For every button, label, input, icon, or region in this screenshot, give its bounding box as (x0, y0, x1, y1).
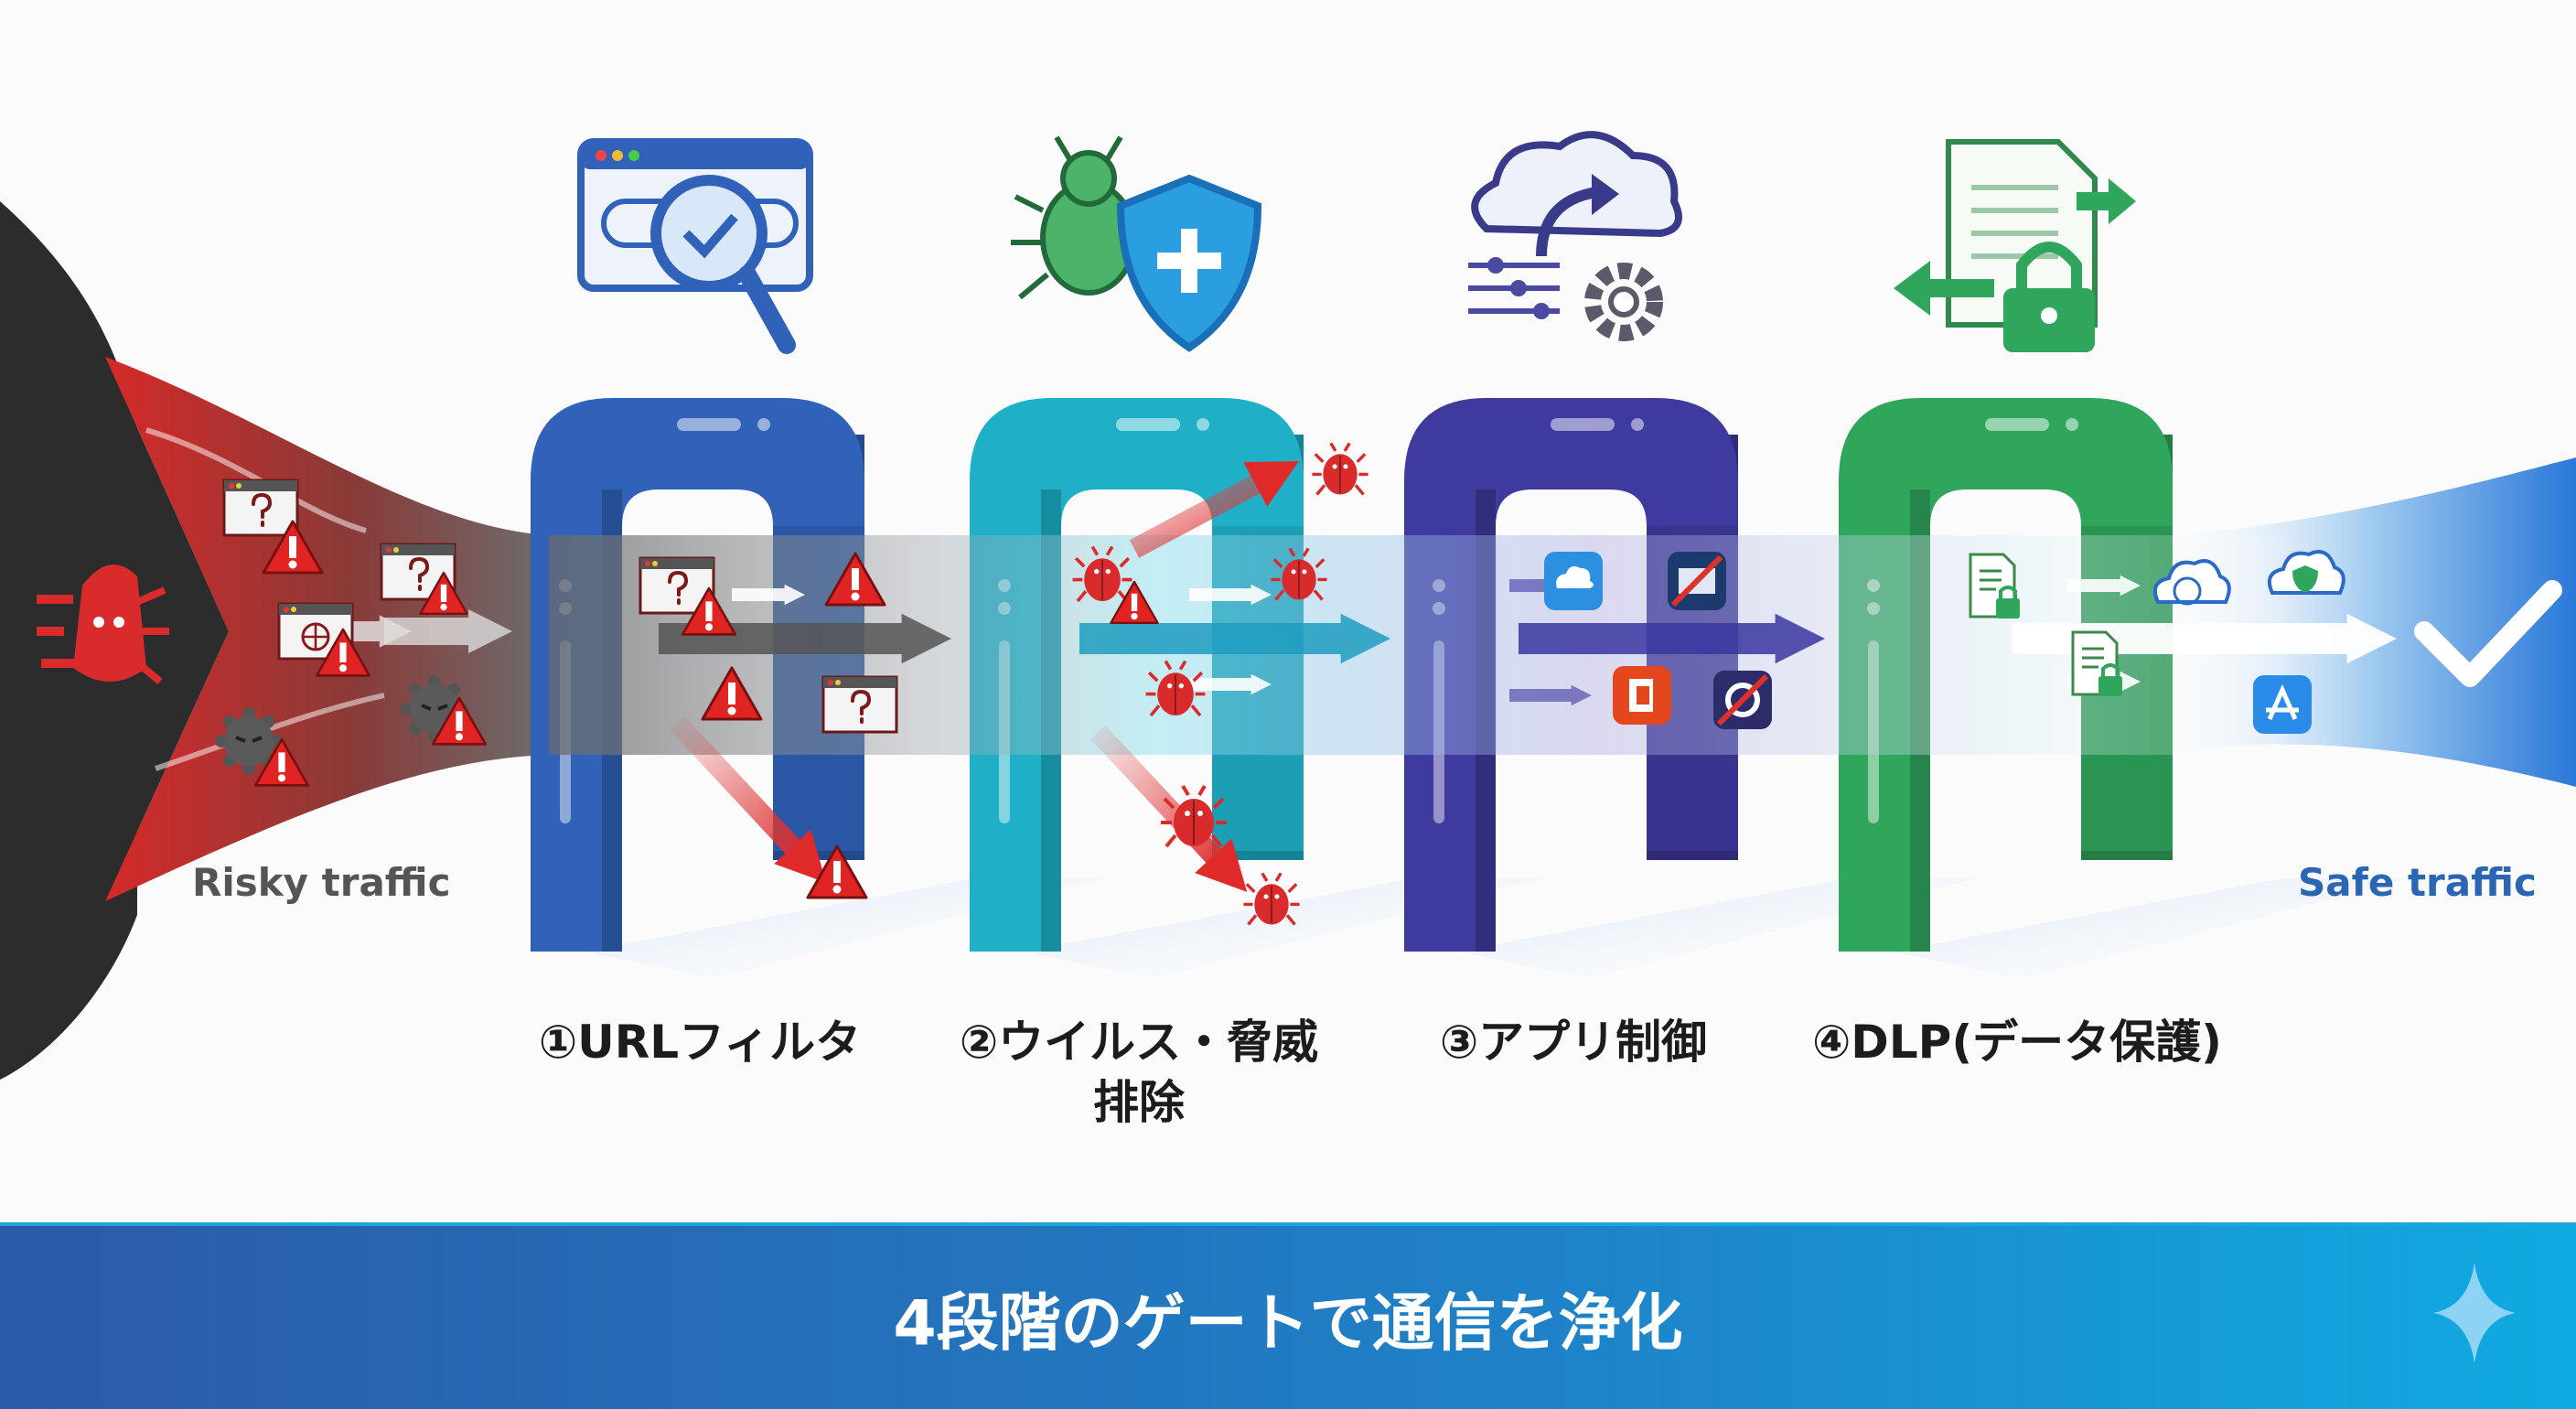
warning-icon (1110, 580, 1159, 625)
app-store-icon (2253, 675, 2312, 734)
gate-floor-shadow (1894, 878, 2410, 979)
gate-light-bar (1985, 418, 2049, 431)
cloud-gear-sliders-icon (1468, 131, 1682, 341)
warning-icon (431, 696, 488, 746)
gate-led (2066, 418, 2078, 431)
locked-document-icon (1969, 553, 2020, 618)
gate-light-bar (677, 418, 741, 431)
gate-label-app-control: ③アプリ制御 (1439, 1016, 1708, 1069)
malware-bug-icon (1243, 872, 1300, 926)
unknown-site-icon (222, 479, 299, 537)
safe-traffic-label: Safe traffic (2298, 860, 2537, 905)
cloud-upload-app-icon (1544, 552, 1603, 610)
flow-arrow (1189, 584, 1272, 606)
url-filter-magnifier-icon (577, 138, 813, 354)
warning-icon (681, 586, 737, 636)
warning-icon (262, 520, 324, 575)
banner-title: 4段階のゲートで通信を浄化 (893, 1287, 1683, 1361)
blocked-settings-app-icon (1713, 671, 1772, 729)
flow-arrow (384, 609, 512, 653)
warning-icon (419, 571, 468, 616)
gate-label-line1: ②ウイルス・脅威 (959, 1016, 1319, 1069)
sparkle-icon (2433, 1263, 2516, 1363)
warning-icon (701, 666, 763, 721)
blocked-threat-arrow (1089, 725, 1248, 892)
warning-icon (806, 844, 868, 899)
warning-icon (824, 552, 886, 607)
gate-led (1631, 418, 1644, 431)
malware-bug-icon (1271, 547, 1327, 601)
gate-label-url-filter: ①URLフィルタ (538, 1016, 862, 1069)
cloud-shield-icon (2268, 550, 2345, 595)
gate-label-line2: 排除 (1093, 1076, 1185, 1129)
malware-bug-icon (1312, 442, 1368, 496)
gate-led (757, 418, 770, 431)
checkmark-icon (2414, 580, 2562, 687)
gate-led (1197, 418, 1209, 431)
unknown-site-icon (821, 675, 898, 734)
gate-light-bar (1551, 418, 1615, 431)
flow-arrow (732, 584, 805, 606)
malware-bug-icon (1161, 784, 1227, 848)
bug-shield-icon (1011, 135, 1262, 352)
virus-icon (215, 707, 283, 775)
document-lock-arrows-icon (1894, 139, 2136, 352)
malware-bug-icon (1072, 545, 1132, 603)
blocked-threat-arrow (1129, 461, 1299, 558)
gate-light-bar (1116, 418, 1180, 431)
gate-diagram (0, 131, 2576, 1080)
main-flow-arrow (1079, 613, 1390, 664)
flow-arrow (1509, 684, 1592, 706)
flow-arrow (2067, 575, 2141, 597)
flow-arrow (1189, 673, 1272, 695)
blocked-mail-app-icon (1668, 552, 1726, 610)
risky-traffic-label: Risky traffic (192, 860, 451, 905)
locked-document-icon (2071, 630, 2122, 696)
gate-label-virus-threat: ②ウイルス・脅威 排除 (960, 1012, 1318, 1133)
gate-label-dlp: ④DLP(データ保護) (1811, 1016, 2223, 1069)
cloud-globe-icon (2153, 559, 2231, 606)
blocked-threat-arrow (669, 715, 827, 883)
office-app-icon (1613, 666, 1671, 725)
summary-banner: 4段階のゲートで通信を浄化 (0, 1222, 2576, 1409)
malware-bug-icon (1145, 660, 1206, 717)
threat-bug-icon (37, 565, 169, 685)
warning-icon (253, 737, 310, 787)
warning-icon (315, 628, 371, 677)
main-flow-arrow (1519, 613, 1825, 664)
unknown-site-icon (639, 556, 715, 615)
